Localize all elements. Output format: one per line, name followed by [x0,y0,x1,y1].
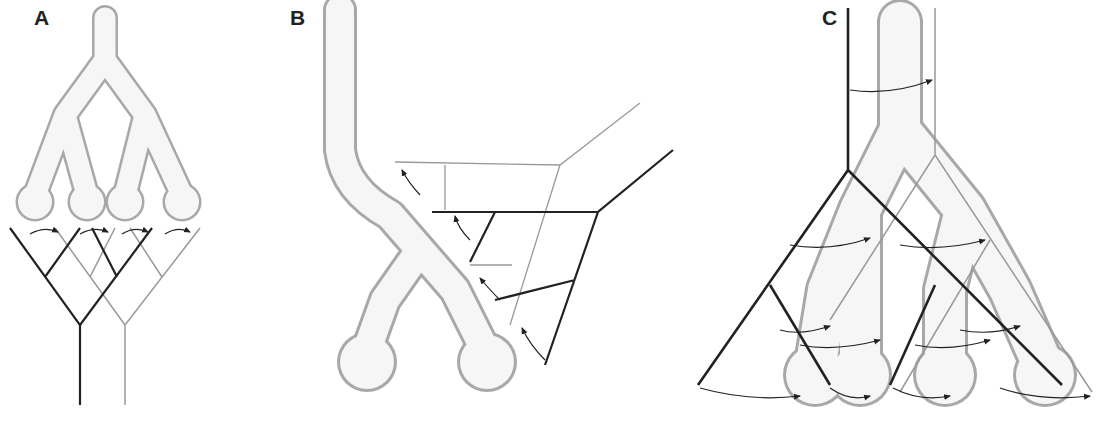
panel-label: B [290,6,305,30]
panel-label: C [822,6,837,30]
transfer-arrows [402,170,545,360]
gene-tree-dark [698,8,1062,385]
gene-tree-light [395,103,640,325]
panel-label: A [34,6,49,30]
gene-tree-light [830,8,1092,392]
species-tree-outline [783,22,1077,407]
gene-tree-dark [432,150,673,365]
transfer-arrows [700,80,1090,398]
transfer-arrows [30,229,190,234]
gene-tree-dark [10,228,152,405]
species-tree-fill [340,10,514,389]
species-tree-fill [786,22,1074,404]
gene-tree-light [55,228,200,405]
species-tree-outline [337,10,517,392]
species-tree-outline [16,18,202,222]
species-tree-fill [18,18,199,219]
